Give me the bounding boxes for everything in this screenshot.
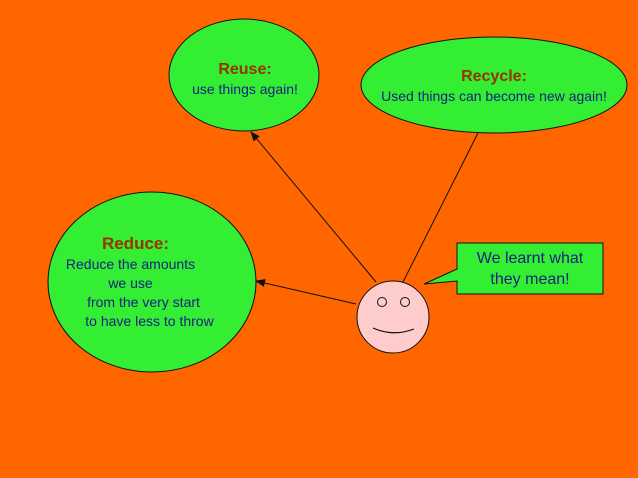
smiley-face (356, 280, 430, 354)
line-to-recycle (401, 132, 479, 285)
recycle-label: Recycle: Used things can become new agai… (361, 67, 627, 106)
right-eye (400, 297, 410, 307)
recycle-text: Used things can become new again! (381, 88, 607, 104)
reuse-label: Reuse: use things again! (170, 60, 320, 98)
reduce-title: Reduce: (101, 234, 170, 253)
arrow-to-reuse (250, 131, 377, 283)
reduce-line-1: Reduce the amounts (65, 256, 196, 272)
reuse-text: use things again! (192, 81, 298, 97)
arrow-to-reduce (255, 279, 357, 305)
smile-mouth (372, 327, 415, 334)
speech-line-2: they mean! (490, 271, 570, 288)
reduce-line-2: we use (108, 275, 153, 291)
reuse-bubble (168, 18, 320, 132)
reduce-label: Reduce: Reduce the amounts we use from t… (66, 233, 245, 331)
left-eye (377, 297, 387, 307)
reduce-line-4: to have less to throw (85, 313, 214, 329)
reduce-line-3: from the very start (87, 294, 200, 310)
speech-text: We learnt what they mean! (457, 248, 603, 290)
speech-line-1: We learnt what (476, 250, 584, 267)
speech-callout (423, 242, 604, 295)
reuse-title: Reuse: (218, 61, 272, 78)
face-circle (356, 280, 430, 354)
recycle-bubble (360, 36, 628, 134)
recycle-title: Recycle: (461, 68, 527, 85)
